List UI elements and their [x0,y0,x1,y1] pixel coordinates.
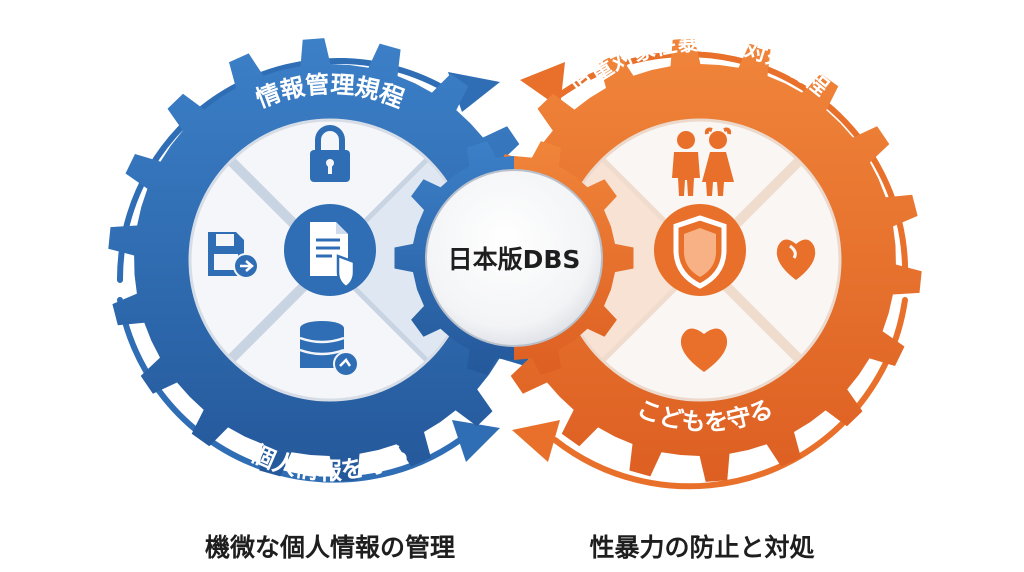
lock-icon [310,125,350,182]
right-arrowhead-bottom [512,420,560,462]
center-label: 日本版DBS [448,245,581,274]
center-gear-face [425,169,603,347]
left-caption: 機微な個人情報の管理 [204,533,456,562]
floppy-disk-export-icon [208,232,259,279]
database-icon [299,321,359,377]
document-shield-icon [284,204,376,296]
damaged-heart-icon [776,239,816,280]
left-arrowhead-bottom [452,420,500,462]
children-icon [672,127,734,196]
heart-icon [680,328,728,372]
shield-icon [654,204,746,296]
right-caption: 性暴力の防止と対処 [589,533,815,562]
